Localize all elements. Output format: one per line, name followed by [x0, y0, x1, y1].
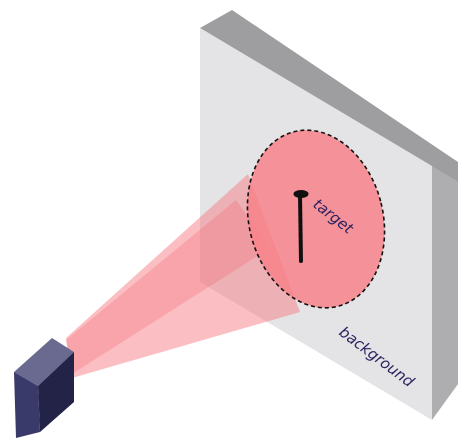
wall-right-face	[432, 166, 458, 420]
beam-cone-inner	[66, 200, 270, 374]
nail-shank	[298, 193, 303, 264]
sensor-side-face	[38, 352, 74, 432]
nail-icon	[293, 190, 309, 264]
spot-area	[246, 129, 386, 309]
wall-top-face	[200, 10, 458, 182]
sensor-top-face	[14, 338, 74, 386]
beam-cone-outer	[66, 174, 300, 378]
sensor-beam	[66, 174, 300, 378]
sensor-front-face	[14, 372, 40, 438]
sensor-box-icon	[14, 338, 74, 438]
target-spot	[246, 129, 386, 309]
